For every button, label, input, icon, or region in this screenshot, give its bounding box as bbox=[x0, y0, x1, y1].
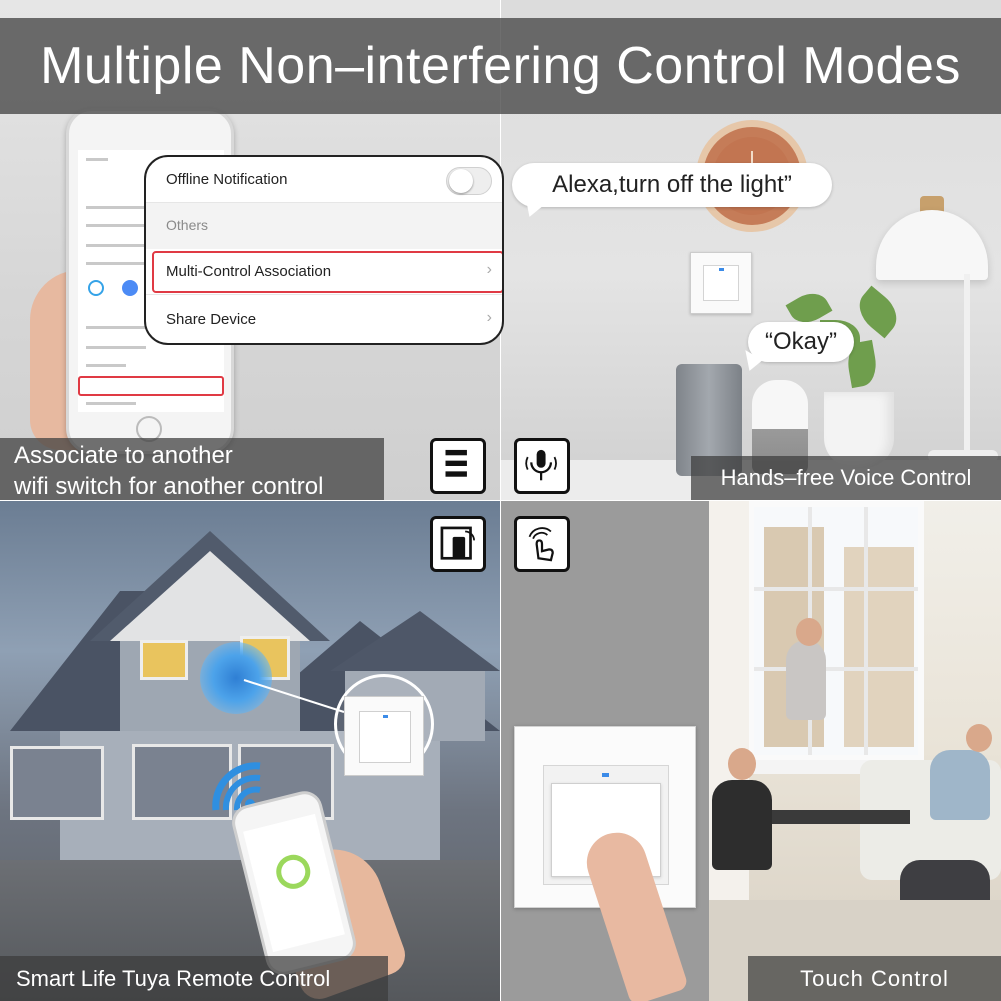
others-section: Others bbox=[146, 203, 502, 249]
list-switch-icon bbox=[430, 438, 486, 494]
caption-line-2: wifi switch for another control bbox=[14, 473, 324, 500]
multi-control-row[interactable]: Multi-Control Association › bbox=[146, 249, 502, 295]
caption-touch-control: Touch Control bbox=[748, 956, 1001, 1001]
okay-speech-bubble: “Okay” bbox=[748, 322, 854, 362]
person bbox=[786, 640, 826, 720]
offline-notification-row[interactable]: Offline Notification bbox=[146, 157, 502, 203]
person bbox=[930, 750, 990, 820]
coffee-table bbox=[770, 810, 910, 824]
touch-hand-icon bbox=[514, 516, 570, 572]
offline-notification-toggle[interactable] bbox=[446, 167, 492, 195]
multi-control-highlight bbox=[152, 251, 502, 293]
lit-window bbox=[140, 640, 188, 680]
lamp-arm bbox=[964, 274, 970, 460]
title-banner: Multiple Non–interfering Control Modes bbox=[0, 18, 1001, 114]
microphone-icon bbox=[514, 438, 570, 494]
room-window bbox=[748, 501, 924, 761]
share-device-row[interactable]: Share Device › bbox=[146, 295, 502, 343]
person-head bbox=[966, 724, 992, 752]
person-head bbox=[796, 618, 822, 646]
multi-control-label: Multi-Control Association bbox=[166, 263, 332, 280]
phone-remote-icon bbox=[430, 516, 486, 572]
chevron-right-icon: › bbox=[486, 261, 492, 278]
share-device-label: Share Device bbox=[166, 311, 257, 328]
caption-multi-control: Associate to another wifi switch for ano… bbox=[0, 438, 384, 500]
alexa-speech-bubble: Alexa,turn off the light” bbox=[512, 163, 832, 207]
signal-dot bbox=[200, 642, 272, 714]
offline-notification-label: Offline Notification bbox=[166, 171, 288, 188]
person-head bbox=[728, 748, 756, 780]
plant-pot bbox=[824, 392, 894, 468]
page-title: Multiple Non–interfering Control Modes bbox=[40, 37, 961, 95]
settings-popup: Offline Notification Others Multi-Contro… bbox=[144, 155, 504, 345]
wall-switch bbox=[344, 696, 424, 776]
garage-door bbox=[10, 746, 104, 820]
person bbox=[712, 780, 772, 870]
connector-line bbox=[243, 679, 345, 713]
caption-voice-control: Hands–free Voice Control bbox=[691, 456, 1001, 500]
others-label: Others bbox=[166, 217, 209, 233]
multi-control-row-highlight bbox=[78, 376, 224, 396]
wall-switch bbox=[690, 252, 752, 314]
chevron-right-icon: › bbox=[486, 309, 492, 326]
caption-line-1: Associate to another bbox=[14, 442, 233, 469]
power-icon bbox=[272, 851, 314, 893]
caption-remote-control: Smart Life Tuya Remote Control bbox=[0, 956, 388, 1001]
